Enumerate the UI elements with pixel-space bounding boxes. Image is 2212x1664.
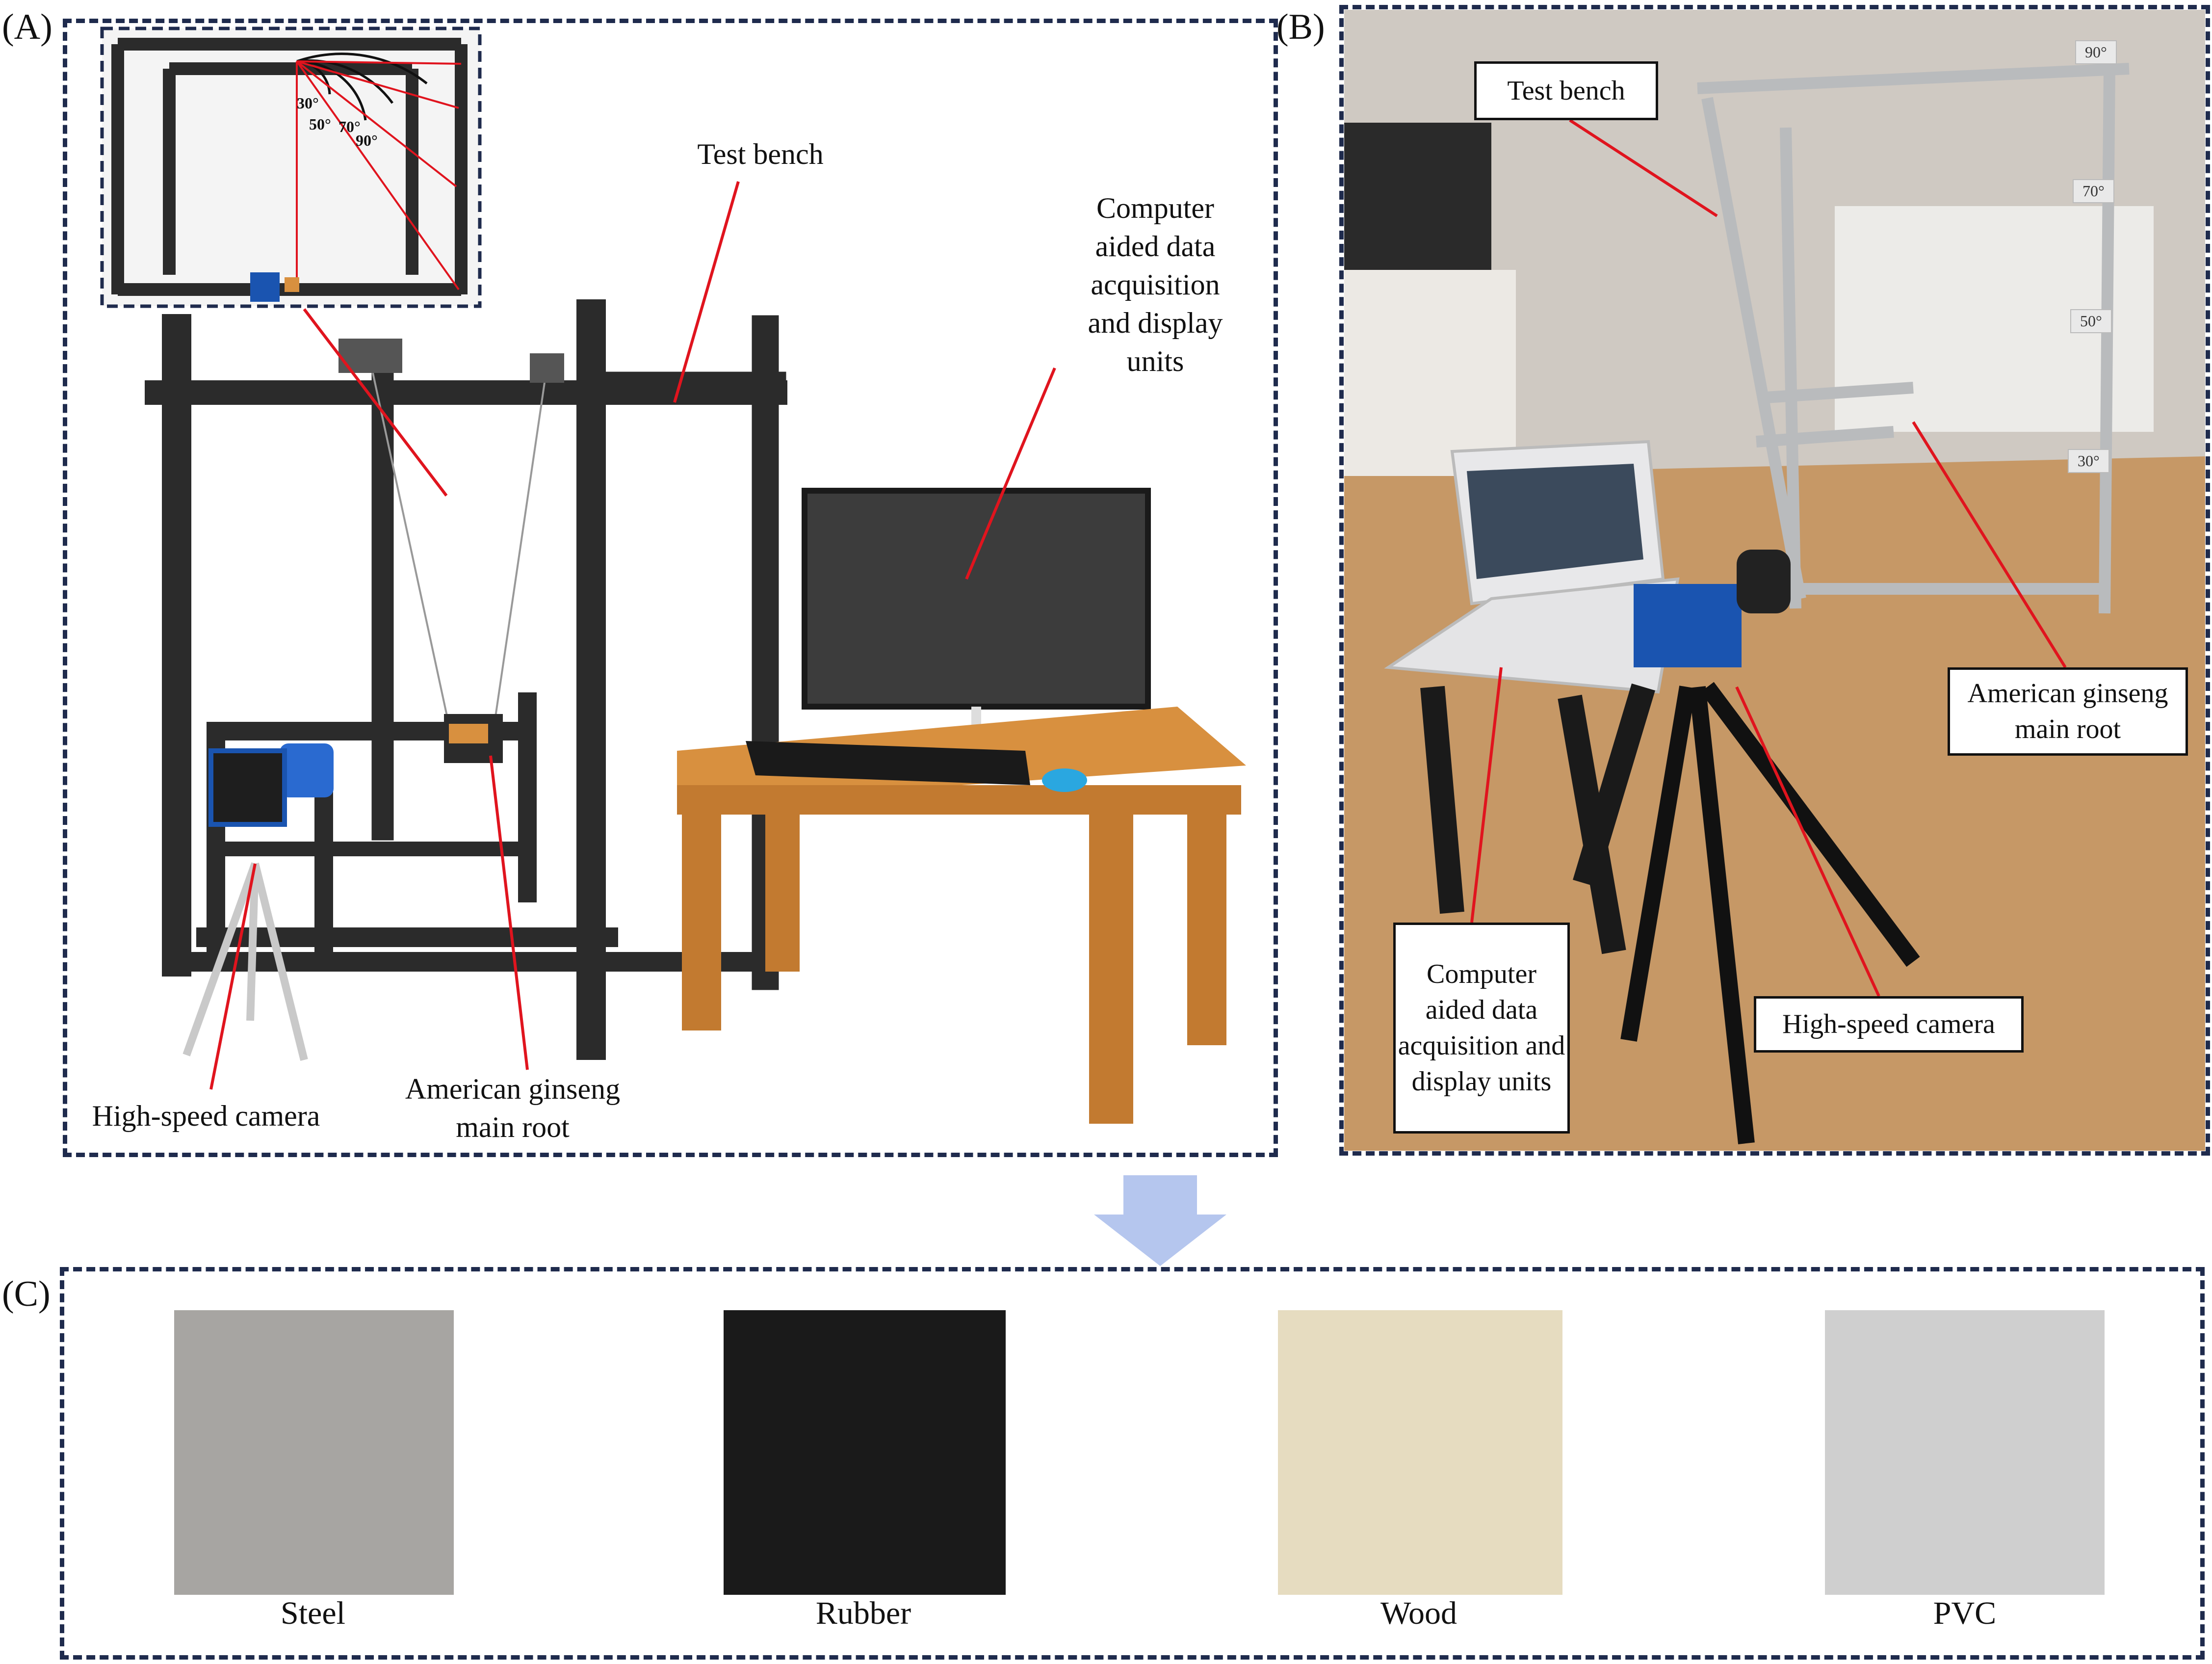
- photo-angle-tag-90: 90°: [2075, 40, 2117, 64]
- panel-b-root-label: American ginseng main root: [1948, 667, 2188, 756]
- panel-c-frame: [60, 1267, 2205, 1660]
- inset-angle-30: 30°: [297, 94, 319, 112]
- panel-a-label: (A): [2, 7, 52, 47]
- sample-rubber: [724, 1310, 1006, 1595]
- panel-b-label: (B): [1276, 7, 1325, 47]
- sample-name-rubber: Rubber: [815, 1595, 911, 1631]
- panel-b-frame: [1339, 5, 2210, 1156]
- sample-wood: [1278, 1310, 1562, 1595]
- mouse: [1042, 768, 1087, 792]
- photo-tripod: [1620, 682, 1920, 1144]
- camera-lens: [280, 743, 334, 797]
- monitor-screen: [802, 488, 1151, 710]
- photo-laptop-base: [1384, 577, 1680, 694]
- sample-name-wood: Wood: [1380, 1595, 1457, 1631]
- camera-body: [208, 748, 287, 827]
- photo-angle-tag-30: 30°: [2068, 449, 2109, 473]
- photo-stool: [1420, 683, 1655, 954]
- inset-angle-50: 50°: [309, 115, 331, 133]
- panel-b-computer-label: Computer aided data acquisition and disp…: [1393, 923, 1570, 1134]
- sample-pvc: [1825, 1310, 2105, 1595]
- sample-name-steel: Steel: [281, 1595, 345, 1631]
- panel-b-camera-label: High-speed camera: [1754, 996, 2024, 1053]
- panel-a-test-bench-label: Test bench: [697, 138, 824, 170]
- down-arrow: [1094, 1175, 1226, 1266]
- inset-camera: [250, 272, 280, 302]
- inset-angle-90: 90°: [356, 132, 378, 149]
- panel-a-root-label: American ginseng main root: [405, 1073, 621, 1143]
- tripod: [182, 862, 308, 1061]
- panel-a-camera-label: High-speed camera: [92, 1100, 320, 1132]
- sample-name-pvc: PVC: [1933, 1595, 1997, 1631]
- pendulum-strings: [372, 372, 546, 737]
- panel-c-label: (C): [2, 1274, 51, 1314]
- table-leg: [682, 805, 721, 1030]
- bench-frame: [145, 299, 787, 1060]
- inset-root: [285, 277, 299, 292]
- photo-cabinet: [1344, 270, 1516, 476]
- photo-angle-tag-50: 50°: [2070, 309, 2112, 333]
- panel-a-leaders: [209, 181, 1056, 1090]
- panel-b-test-bench-label: Test bench: [1474, 61, 1658, 120]
- pulley-right: [530, 353, 564, 383]
- sample-steel: [174, 1310, 454, 1595]
- inset-angle-70: 70°: [338, 118, 361, 135]
- photo-bench: [1697, 63, 2130, 614]
- photo-angle-tag-70: 70°: [2073, 179, 2114, 203]
- panel-a-frame: [63, 19, 1278, 1157]
- photo-camera: [1634, 584, 1742, 667]
- panel-b-leaders: [1470, 119, 2067, 997]
- keyboard: [746, 741, 1030, 785]
- panel-a-computer-label: Computer aided data acquisition and disp…: [1088, 192, 1223, 377]
- root: [449, 724, 488, 743]
- inset-rays: [296, 60, 462, 291]
- inset-bench: [111, 38, 468, 296]
